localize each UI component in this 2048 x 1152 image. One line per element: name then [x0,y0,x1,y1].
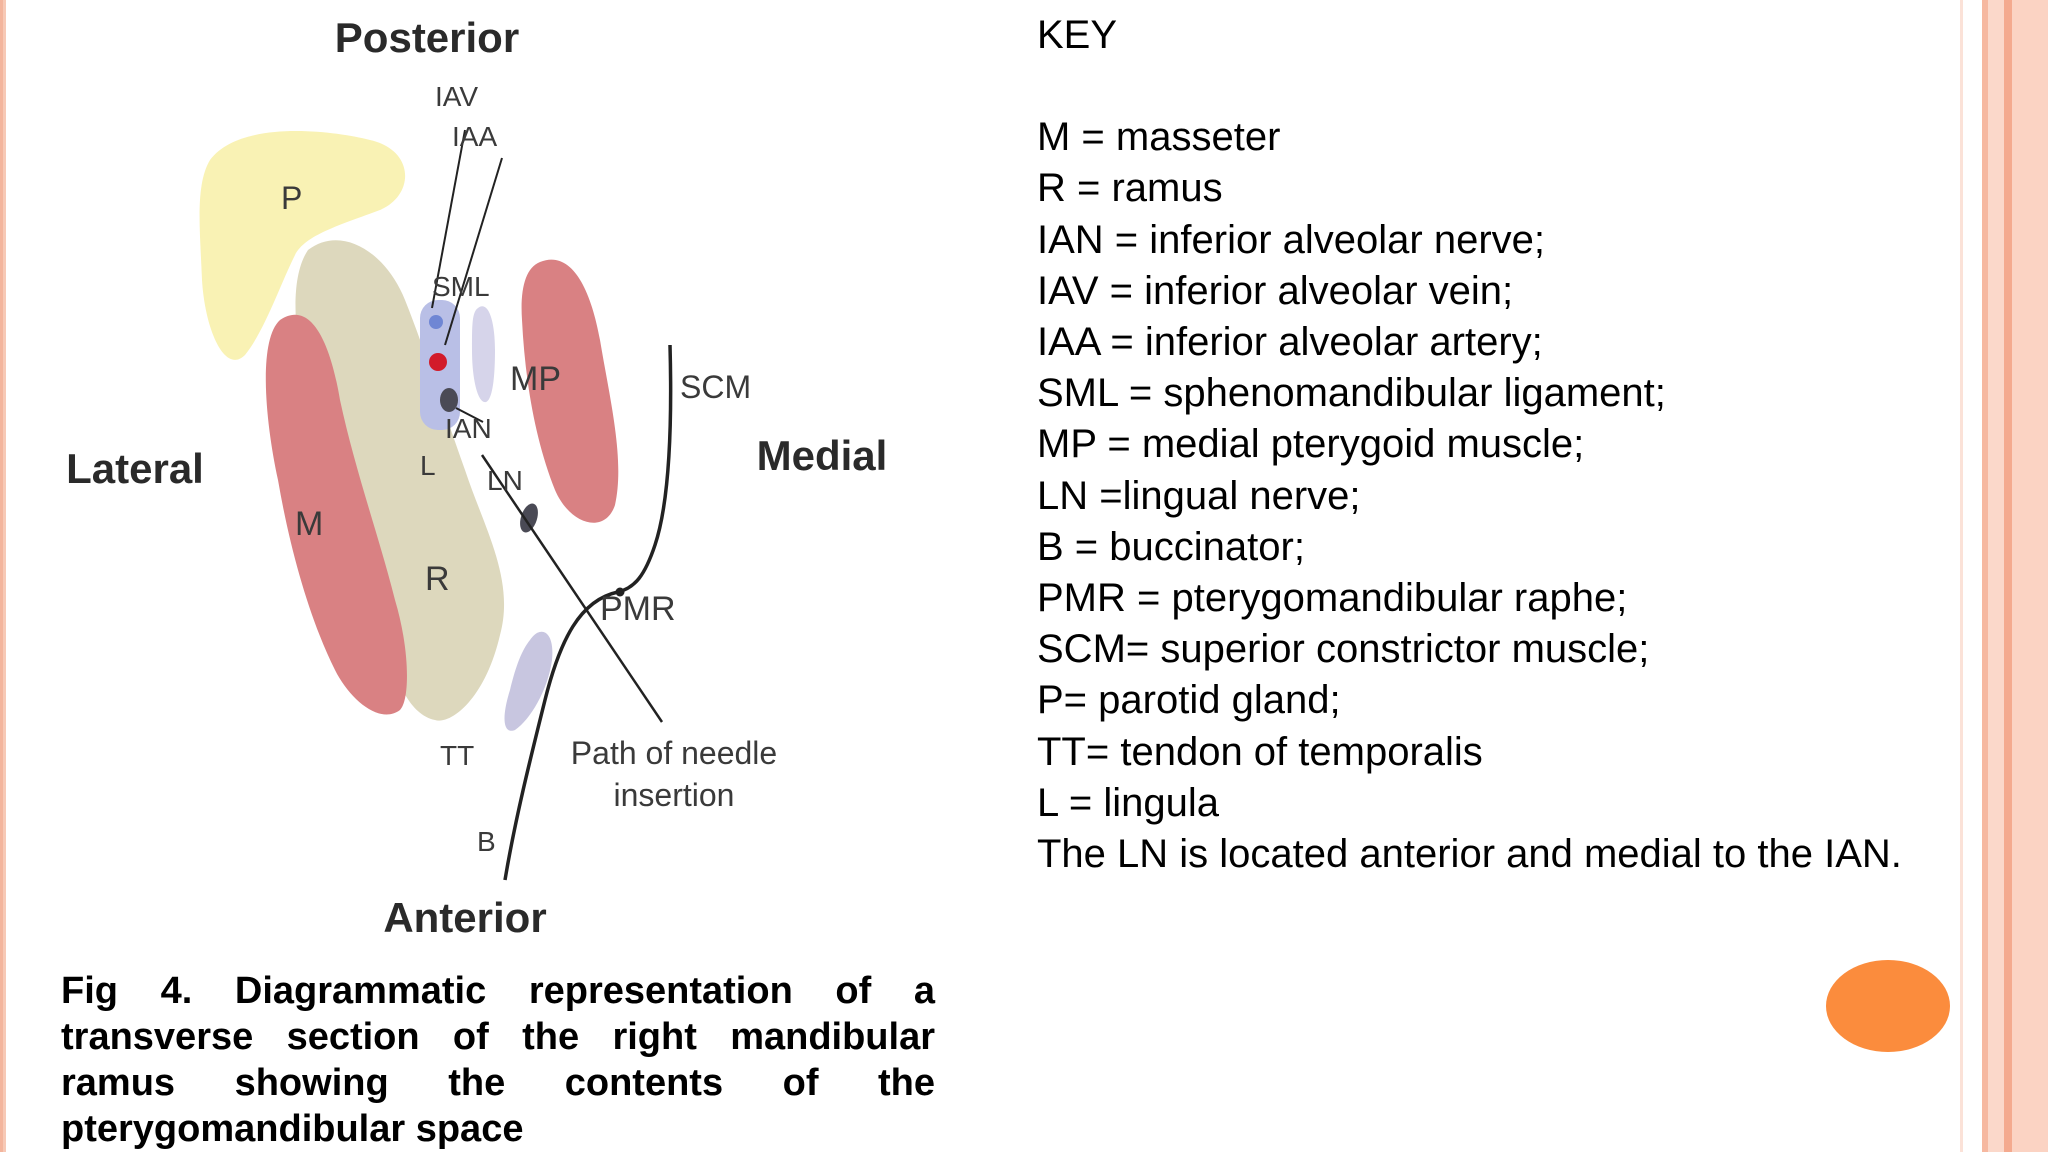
key-item: L = lingula [1037,780,1219,825]
constrictor-raphe-buccinator-curve [503,344,673,881]
key-item: M = masseter [1037,115,1281,160]
key-item: B = buccinator; [1037,524,1305,569]
key-panel: KEY M = masseter R = ramus IAN = inferio… [1037,10,1945,880]
label-scm: SCM [680,369,751,405]
label-needle-line2: insertion [614,777,735,813]
key-item: PMR = pterygomandibular raphe; [1037,576,1628,621]
label-m: M [295,505,323,543]
key-item: SCM= superior constrictor muscle; [1037,627,1650,672]
label-lateral: Lateral [66,445,204,492]
key-item: R = ramus [1037,166,1223,211]
inferior-alveolar-vein-dot [429,315,443,329]
parotid-gland-shape [199,131,406,360]
label-pmr: PMR [600,590,676,628]
masseter-shape [265,314,407,715]
key-item: MP = medial pterygoid muscle; [1037,422,1585,467]
key-item: IAV = inferior alveolar vein; [1037,268,1514,313]
label-p: P [281,180,302,216]
key-item: P= parotid gland; [1037,678,1341,723]
iaa-pointer-line [444,157,503,346]
transverse-section-diagram: Posterior Anterior Lateral Medial IAV IA… [40,0,940,960]
label-needle-line1: Path of needle [571,735,777,771]
key-item: IAN = inferior alveolar nerve; [1037,217,1546,262]
key-heading: KEY [1037,13,1118,57]
label-ian: IAN [445,413,492,444]
label-l: L [420,450,436,481]
pterygomandibular-raphe-dot [615,587,625,597]
key-item: TT= tendon of temporalis [1037,729,1483,774]
label-ln: LN [487,465,523,496]
orange-dot-decoration [1826,960,1950,1052]
ian-pointer-line [455,407,484,423]
label-b: B [477,826,496,857]
key-note: The LN is located anterior and medial to… [1037,832,1902,877]
label-iav: IAV [435,81,478,112]
label-posterior: Posterior [335,14,519,61]
key-item: SML = sphenomandibular ligament; [1037,371,1666,416]
figure-caption: Fig 4. Diagrammatic representation of a … [61,970,935,1150]
key-list: M = masseter R = ramus IAN = inferior al… [1037,112,1945,829]
label-sml: SML [432,271,490,302]
slide-left-border [0,0,20,1152]
label-mp: MP [510,360,561,398]
key-item: LN =lingual nerve; [1037,473,1361,518]
inferior-alveolar-artery-dot [429,353,447,371]
lingual-nerve-dot [520,503,538,533]
inferior-alveolar-nerve-dot [440,388,458,412]
key-item: IAA = inferior alveolar artery; [1037,320,1543,365]
iav-pointer-line [431,129,466,309]
label-r: R [425,560,450,598]
label-anterior: Anterior [383,894,546,941]
label-tt: TT [440,740,474,771]
medial-pterygoid-shape [521,259,619,523]
label-medial: Medial [757,432,888,479]
needle-path-line [480,454,664,723]
ramus-shape [295,240,505,721]
sphenomandibular-ligament-shape [472,306,495,403]
slide-right-border [1960,0,2048,1152]
label-iaa: IAA [452,121,497,152]
tendon-temporalis-shape [504,631,553,731]
